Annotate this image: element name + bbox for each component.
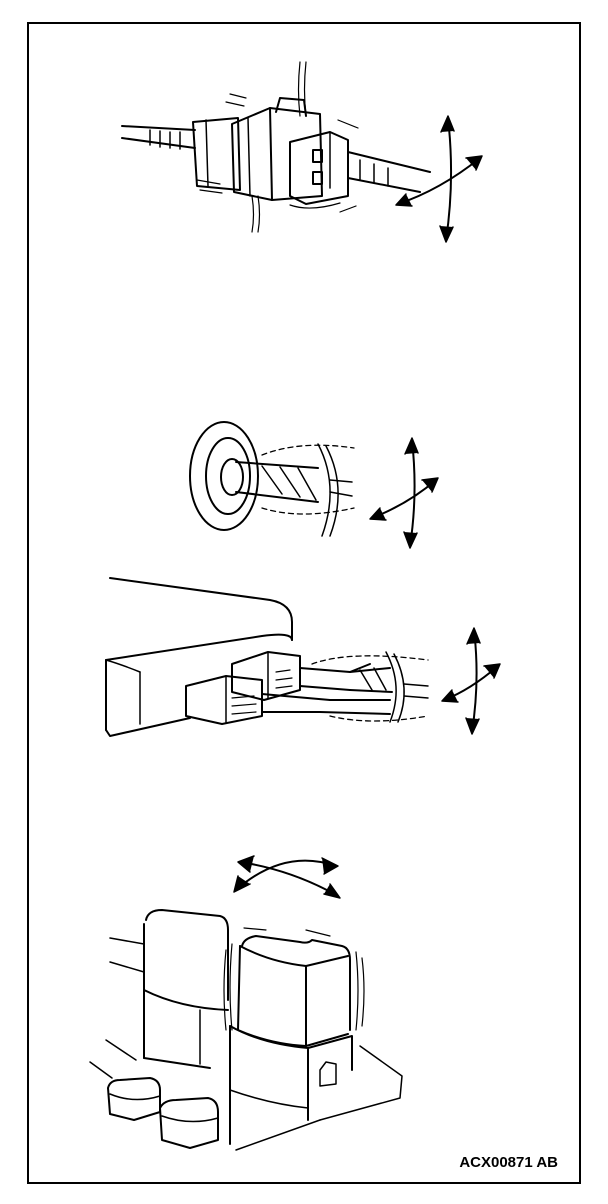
harness-grommet-wiggle [189, 421, 439, 549]
figure-code-label: ACX00871 AB [459, 1154, 558, 1171]
figure-frame [27, 22, 581, 1184]
relay-block-wiggle [89, 855, 403, 1151]
wiring-connector-wiggle [121, 61, 483, 243]
control-unit-connector-wiggle [105, 577, 501, 737]
